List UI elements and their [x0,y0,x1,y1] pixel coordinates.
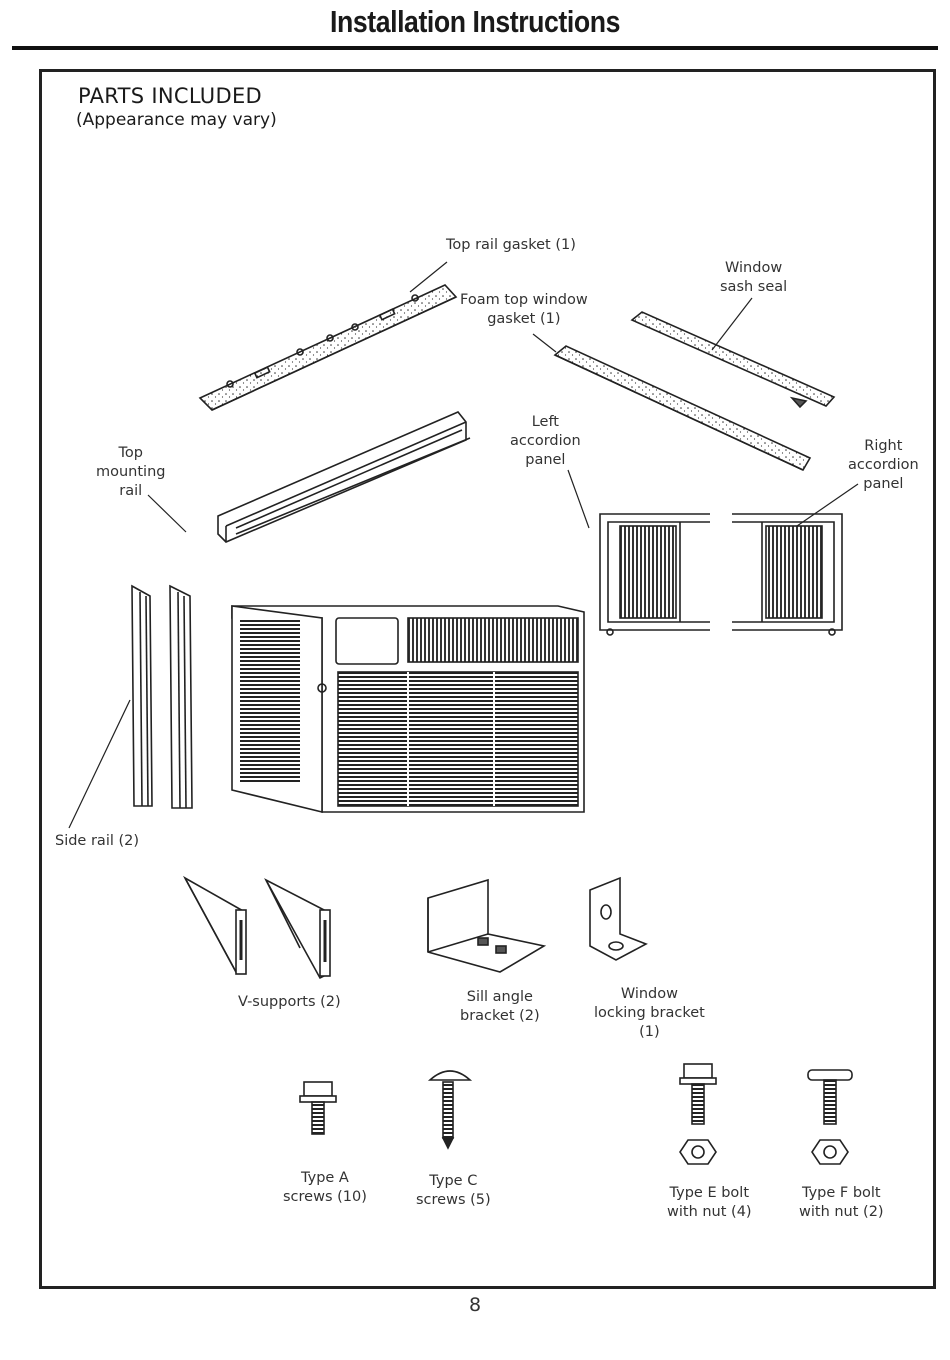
label-right-accordion-panel: Right accordion panel [848,438,919,492]
side-rail-drawing [131,584,193,809]
left-accordion-panel-drawing [599,513,710,636]
right-accordion-panel-drawing [732,513,843,636]
label-type-e-bolt: Type E bolt with nut (4) [667,1185,752,1220]
label-v-supports: V-supports (2) [238,994,341,1010]
label-top-mounting-rail: Top mounting rail [96,445,166,499]
label-window-sash-seal: Window sash seal [720,260,788,295]
type-c-screw-drawing [427,1070,473,1150]
label-type-c-screws: Type C screws (5) [416,1173,491,1208]
parts-frame [39,69,936,1289]
v-supports-drawing [182,875,331,980]
label-type-a-screws: Type A screws (10) [283,1170,367,1205]
label-sill-angle-bracket: Sill angle bracket (2) [460,989,540,1024]
foam-top-window-gasket-drawing [553,345,812,472]
window-sash-seal-drawing [630,311,836,409]
label-window-locking-bracket: Window locking bracket (1) [594,986,705,1040]
page-number: 8 [468,1294,482,1316]
window-locking-bracket-drawing [589,876,648,961]
type-a-screw-drawing [299,1081,337,1135]
label-type-f-bolt: Type F bolt with nut (2) [799,1185,884,1220]
type-e-bolt-drawing [679,1063,717,1165]
top-mounting-rail-drawing [217,411,471,543]
label-top-rail-gasket: Top rail gasket (1) [446,237,576,253]
section-subtitle: (Appearance may vary) [76,110,277,130]
label-side-rail: Side rail (2) [55,833,140,849]
leader-lines [68,261,859,829]
label-foam-top-window-gasket: Foam top window gasket (1) [460,292,588,327]
section-title: PARTS INCLUDED [78,84,262,108]
air-conditioner-drawing [231,605,585,814]
sill-angle-bracket-drawing [427,878,547,973]
header-rule [12,46,938,50]
page-title: Installation Instructions [330,4,620,39]
top-rail-gasket-drawing [198,284,458,411]
type-f-bolt-drawing [807,1069,853,1165]
label-left-accordion-panel: Left accordion panel [510,414,581,468]
